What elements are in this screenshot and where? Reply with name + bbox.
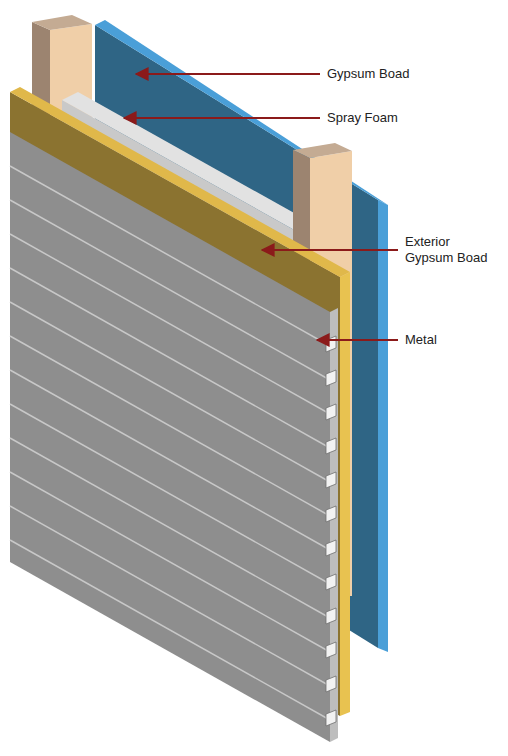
rib-profile [326, 676, 336, 692]
exterior-gypsum-edge [340, 272, 350, 716]
rib-profile [326, 710, 336, 726]
rib-profile [326, 506, 336, 522]
rib-profile [326, 540, 336, 556]
rib-profile [326, 642, 336, 658]
metal-cladding [10, 132, 330, 742]
metal-rib [10, 506, 330, 686]
metal-rib [10, 540, 330, 720]
leader-arrow [317, 339, 398, 341]
metal-rib [10, 166, 330, 346]
metal-rib [10, 472, 330, 652]
part-label: Gypsum Boad [327, 66, 437, 82]
leader-arrow [262, 249, 398, 251]
metal-rib [10, 336, 330, 516]
part-label: Spray Foam [327, 110, 437, 126]
part-label: Exterior Gypsum Boad [405, 234, 493, 266]
stud-top [293, 143, 352, 158]
rib-profile [326, 438, 336, 454]
gypsum-board-edge [378, 200, 388, 652]
stud-top [32, 15, 92, 30]
metal-rib [10, 200, 330, 380]
metal-rib [10, 370, 330, 550]
rib-profile [326, 404, 336, 420]
metal-rib [10, 438, 330, 618]
rib-profile [326, 608, 336, 624]
rib-profile [326, 472, 336, 488]
metal-rib [10, 302, 330, 482]
leader-arrow [136, 73, 320, 75]
part-label: Metal [405, 332, 493, 348]
rib-profile [326, 370, 336, 386]
leader-arrow [124, 117, 320, 119]
metal-rib [10, 404, 330, 584]
metal-rib [10, 234, 330, 414]
rib-profile [326, 336, 336, 352]
metal-rib [10, 268, 330, 448]
rib-profile [326, 574, 336, 590]
